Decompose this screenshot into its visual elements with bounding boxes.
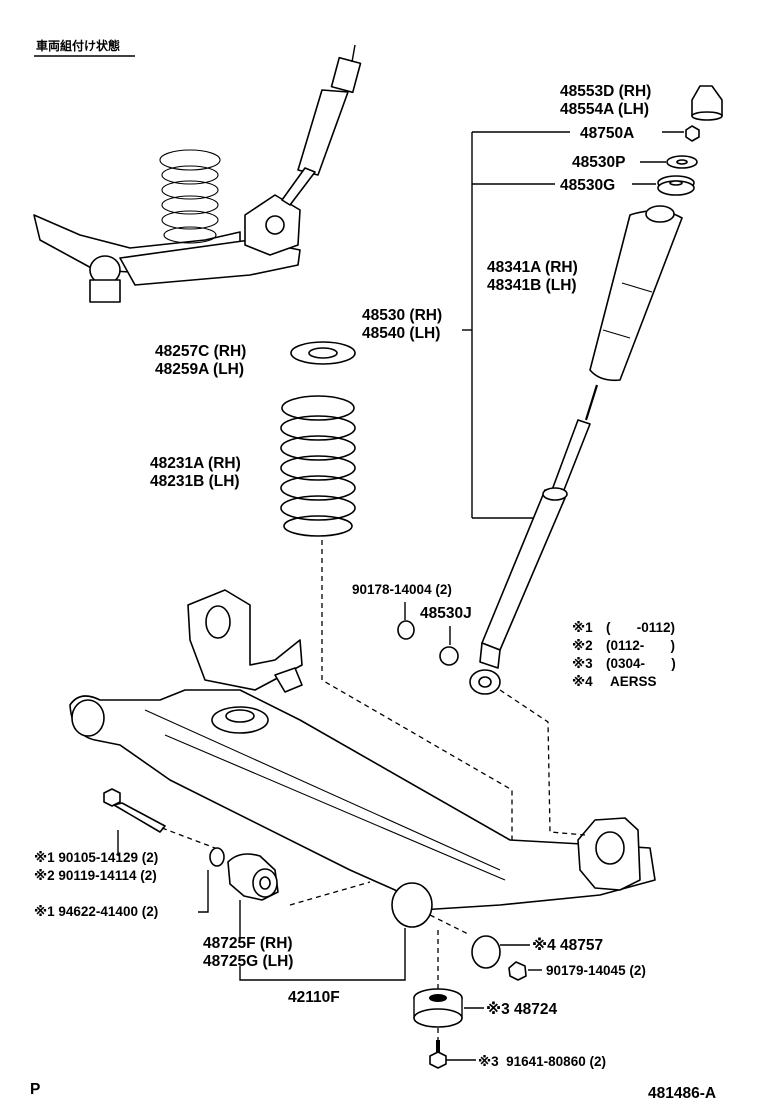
legend-mark-2: ※2	[572, 638, 593, 653]
legend-range-4: AERSS	[610, 674, 657, 689]
label-coil-spring-lh: 48231B (LH)	[150, 473, 240, 490]
stabilizer-48724	[413, 988, 463, 1028]
label-bolt-90105: ※1 90105-14129 (2)	[34, 850, 158, 865]
upper-spring-seat	[290, 341, 356, 365]
nut-90179	[508, 961, 527, 981]
label-spring-seat-rh: 48257C (RH)	[155, 343, 246, 360]
label-coil-spring-rh: 48231A (RH)	[150, 455, 241, 472]
label-support-48530g: 48530G	[560, 177, 615, 194]
legend-range-2: (0112- )	[606, 638, 675, 653]
shock-absorber	[469, 384, 599, 695]
label-stabilizer-48724: ※3 48724	[486, 1000, 557, 1018]
label-shock-lh: 48540 (LH)	[362, 325, 440, 342]
plate-48757	[471, 935, 501, 969]
bolt-91641	[429, 1040, 447, 1069]
label-bumper-stopper-rh: 48553D (RH)	[560, 83, 651, 100]
legend-mark-3: ※3	[572, 656, 593, 671]
label-bumper-stopper-lh: 48554A (LH)	[560, 101, 649, 118]
label-bushing-48725g: 48725G (LH)	[203, 953, 293, 970]
label-nut-90179: 90179-14045 (2)	[546, 963, 646, 978]
label-bolt-91641: ※3 91641-80860 (2)	[478, 1054, 606, 1069]
label-spring-seat-lh: 48259A (LH)	[155, 361, 244, 378]
label-bolt-90178: 90178-14004 (2)	[352, 582, 452, 597]
shock-bellows	[589, 205, 683, 382]
bolt-90105	[103, 788, 166, 833]
washer-94622	[209, 847, 225, 867]
label-bolt-90119: ※2 90119-14114 (2)	[34, 868, 157, 883]
legend: ※1 ( -0112) ※2 (0112- ) ※3 (0304- ) ※4 A…	[572, 620, 676, 689]
label-nut-48750a: 48750A	[580, 125, 634, 142]
bumper-stopper	[691, 85, 723, 121]
label-shock-rh: 48530 (RH)	[362, 307, 442, 324]
label-bushing-48725f: 48725F (RH)	[203, 935, 293, 952]
label-bellows-rh: 48341A (RH)	[487, 259, 578, 276]
legend-range-3: (0304- )	[606, 656, 676, 671]
insulator-48530p	[666, 155, 698, 169]
label-insulator-48530p: 48530P	[572, 154, 625, 171]
legend-range-1: ( -0112)	[606, 620, 675, 635]
footer-left: P	[30, 1081, 40, 1098]
header-note: 車両組付け状態	[36, 38, 120, 53]
rear-axle-beam	[69, 589, 656, 928]
bushing-48530j	[439, 646, 459, 666]
label-washer-94622: ※1 94622-41400 (2)	[34, 904, 158, 919]
footer-ref-code: 481486-A	[648, 1085, 716, 1102]
coil-spring	[280, 395, 356, 537]
label-bushing-48530j: 48530J	[420, 605, 472, 622]
label-bellows-lh: 48341B (LH)	[487, 277, 577, 294]
legend-mark-4: ※4	[572, 674, 593, 689]
label-axle-beam: 42110F	[288, 989, 340, 1006]
label-plate-48757: ※4 48757	[532, 936, 603, 954]
bolt-90178	[397, 620, 415, 640]
support-48530g	[657, 175, 695, 196]
bushing-48725	[227, 853, 279, 901]
nut-48750a	[685, 125, 700, 142]
assembled-state-inset	[33, 44, 362, 303]
legend-mark-1: ※1	[572, 620, 593, 635]
